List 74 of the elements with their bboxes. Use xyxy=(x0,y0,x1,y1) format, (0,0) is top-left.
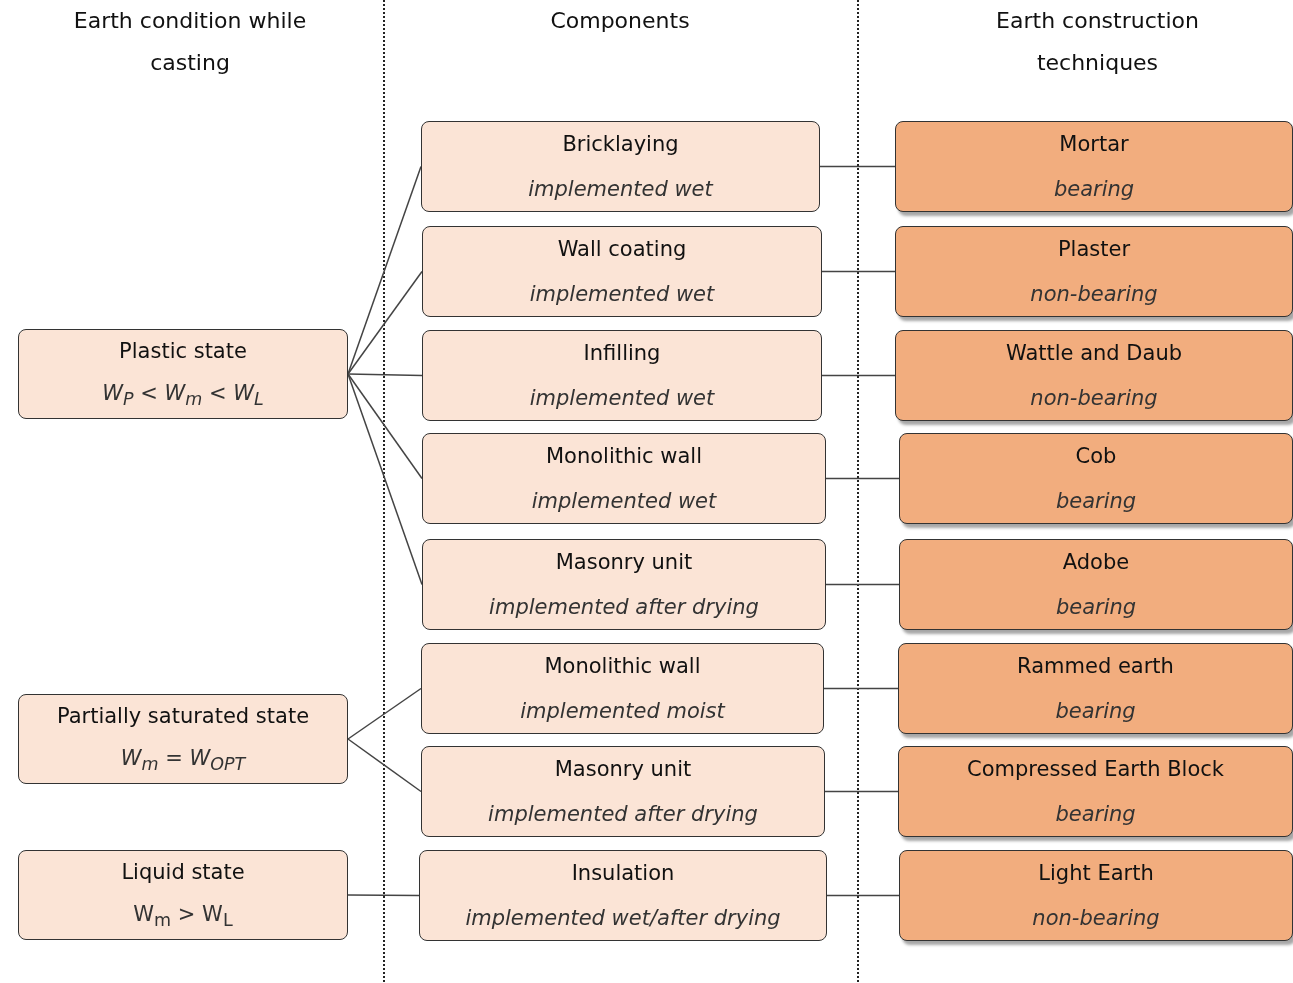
box-subtitle: implemented moist xyxy=(520,698,725,723)
connector-line xyxy=(819,165,896,168)
technique-box xyxy=(895,121,1293,212)
column-heading: Earth condition while casting xyxy=(72,7,308,77)
box-title: Plaster xyxy=(1057,237,1131,262)
box-subtitle: implemented after drying xyxy=(489,594,759,619)
box-subtitle: W$_{m}$ = W$_{OPT}$ xyxy=(120,745,246,775)
box-subtitle: W$_{m}$ > W$_{L}$ xyxy=(133,901,233,931)
component-box xyxy=(421,746,825,837)
box-subtitle: W$_{P}$ < W$_{m}$ < W$_{L}$ xyxy=(102,380,264,410)
box-title: Masonry unit xyxy=(554,757,692,782)
connector-line xyxy=(347,373,423,377)
box-title: Infilling xyxy=(583,341,661,366)
box-title: Monolithic wall xyxy=(545,444,703,469)
component-box xyxy=(421,643,824,734)
connector-line xyxy=(347,894,420,897)
component-box xyxy=(422,226,822,317)
component-box xyxy=(422,433,826,524)
box-subtitle: implemented wet xyxy=(528,176,713,201)
connector-line xyxy=(826,894,900,897)
box-subtitle: bearing xyxy=(1055,698,1136,723)
box-subtitle: implemented wet xyxy=(529,385,715,410)
box-subtitle: bearing xyxy=(1055,488,1137,513)
box-subtitle: implemented wet xyxy=(531,488,717,513)
box-subtitle: bearing xyxy=(1055,594,1137,619)
box-title: Insulation xyxy=(571,861,675,886)
technique-box xyxy=(899,850,1293,941)
box-subtitle: non-bearing xyxy=(1030,281,1158,306)
technique-box xyxy=(899,433,1293,524)
column-heading: Earth construction techniques xyxy=(995,7,1200,77)
box-title: Wattle and Daub xyxy=(1005,341,1183,366)
connector-line xyxy=(347,270,423,375)
box-title: Bricklaying xyxy=(562,132,679,157)
connector-line xyxy=(347,373,423,480)
box-title: Partially saturated state xyxy=(56,703,310,728)
connector-line xyxy=(821,270,896,273)
connector-line xyxy=(824,790,899,793)
box-title: Plastic state xyxy=(119,338,247,363)
box-subtitle: bearing xyxy=(1055,801,1136,826)
connector-line xyxy=(821,374,896,377)
state-box xyxy=(18,850,348,940)
component-box xyxy=(421,121,820,212)
box-title: Adobe xyxy=(1062,550,1130,575)
connector-line xyxy=(347,687,422,740)
box-subtitle: implemented after drying xyxy=(488,801,758,826)
state-box xyxy=(18,694,348,784)
connector-line xyxy=(823,687,899,690)
column-heading: Components xyxy=(549,7,691,35)
box-title: Rammed earth xyxy=(1017,654,1174,679)
box-title: Cob xyxy=(1075,444,1117,469)
component-box xyxy=(422,330,822,421)
component-box xyxy=(422,539,826,630)
box-title: Masonry unit xyxy=(555,550,693,575)
technique-box xyxy=(898,746,1293,837)
technique-box xyxy=(895,226,1293,317)
technique-box xyxy=(895,330,1293,421)
box-title: Light Earth xyxy=(1038,861,1154,886)
connector-line xyxy=(825,583,900,586)
technique-box xyxy=(898,643,1293,734)
box-subtitle: implemented wet xyxy=(529,281,715,306)
box-subtitle: non-bearing xyxy=(1030,385,1158,410)
connector-line xyxy=(825,477,900,480)
technique-box xyxy=(899,539,1293,630)
box-subtitle: non-bearing xyxy=(1032,905,1160,930)
connector-line xyxy=(347,738,422,793)
box-title: Mortar xyxy=(1059,132,1129,157)
state-box xyxy=(18,329,348,419)
box-title: Wall coating xyxy=(557,237,687,262)
box-subtitle: bearing xyxy=(1053,176,1135,201)
box-title: Liquid state xyxy=(121,859,245,884)
component-box xyxy=(419,850,827,941)
box-title: Monolithic wall xyxy=(544,654,701,679)
box-subtitle: implemented wet/after drying xyxy=(465,905,781,930)
box-title: Compressed Earth Block xyxy=(967,757,1224,782)
